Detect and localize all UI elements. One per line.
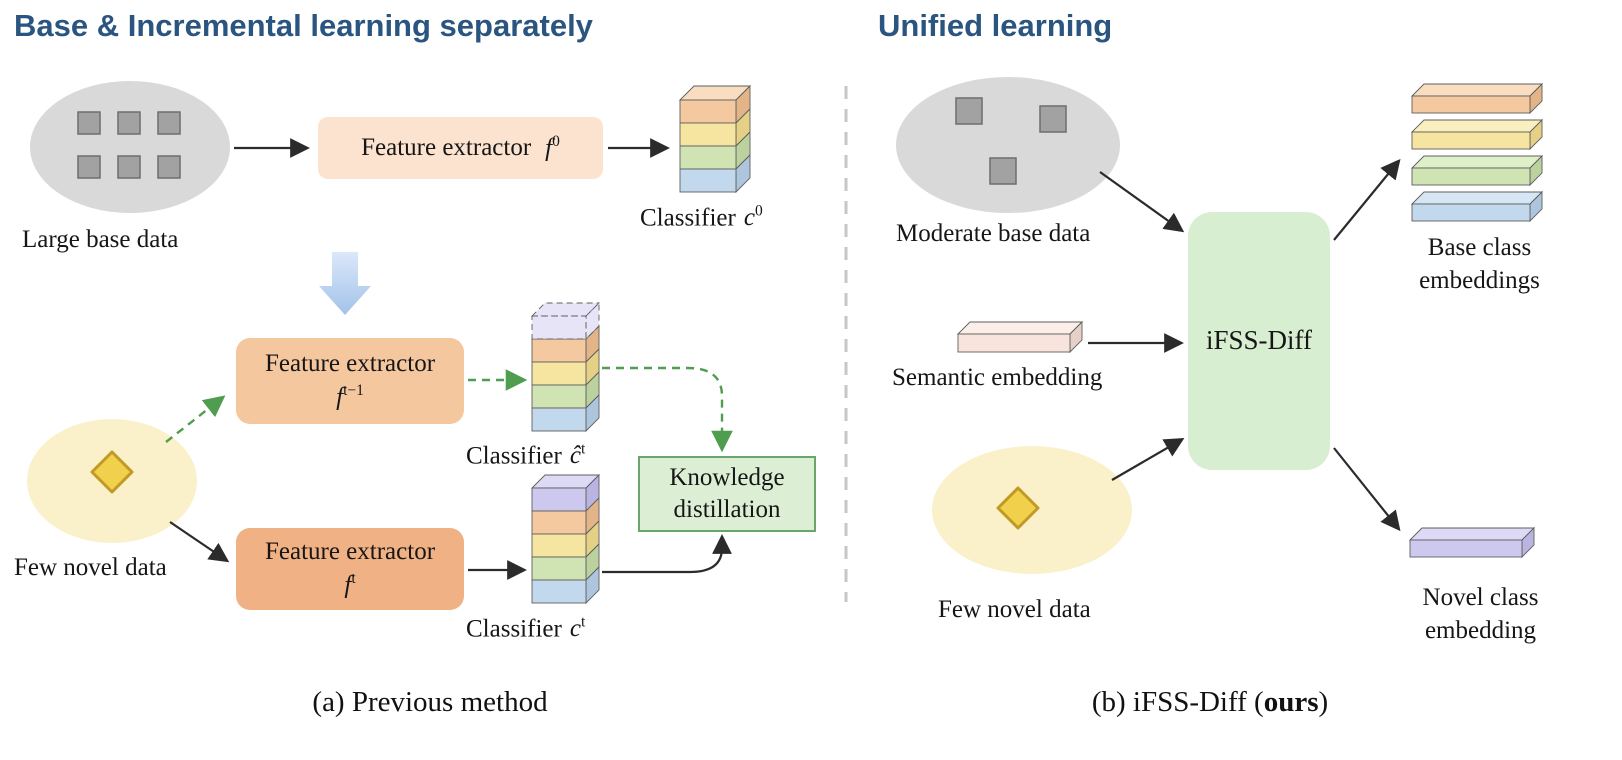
base-class-embeddings-label: Base class embeddings <box>1419 234 1540 294</box>
f0-symbol: f0 <box>545 132 560 161</box>
right-panel-title: Unified learning <box>878 8 1113 43</box>
feature-extractor-f0-label: Feature extractor <box>361 133 532 161</box>
feature-extractor-fprev-box: Feature extractor ft−1 <box>236 338 464 424</box>
dashed-arrow-chat-to-kd <box>602 366 733 453</box>
arrow-model-to-novel-embedding <box>1333 447 1401 532</box>
feature-extractor-ft-label: Feature extractor <box>264 538 436 566</box>
novel-class-embedding-bar <box>1408 526 1536 559</box>
blue-down-arrow <box>319 252 371 315</box>
knowledge-line1: Knowledge <box>669 463 785 491</box>
ft-symbol: ft <box>344 569 356 599</box>
moderate-base-data-label: Moderate base data <box>896 220 1091 247</box>
semantic-embedding-label: Semantic embedding <box>892 364 1103 391</box>
classifier-c0-stack <box>678 84 752 194</box>
large-base-data-label: Large base data <box>22 226 179 253</box>
novel-class-embedding-label: Novel class embedding <box>1422 584 1539 644</box>
base-class-embedding-bars <box>1410 82 1544 223</box>
feature-extractor-f0-box: Feature extractor f0 <box>318 117 603 179</box>
knowledge-distillation-box: Knowledge distillation <box>638 456 816 532</box>
arrow-novel-to-ft <box>169 521 230 563</box>
few-novel-data-label: Few novel data <box>14 554 167 581</box>
classifier-ct-stack <box>530 473 601 605</box>
ifss-diff-model-box: iFSS-Diff <box>1188 212 1330 470</box>
arrow-model-to-base-embeddings <box>1333 158 1401 241</box>
few-novel-data-blob <box>27 419 197 543</box>
dashed-arrow-novel-to-fprev <box>165 395 226 443</box>
c0-symbol: c0 <box>743 203 763 232</box>
arrow-ct-to-kd <box>602 534 732 574</box>
chat-symbol: ĉt <box>569 441 586 470</box>
left-panel-title: Base & Incremental learning separately <box>14 8 593 43</box>
arrow-base-to-model <box>1099 171 1185 233</box>
semantic-embedding-bar <box>956 320 1084 354</box>
classifier-chat-stack <box>530 301 601 433</box>
knowledge-line2: distillation <box>673 496 781 523</box>
feature-extractor-ft-box: Feature extractor ft <box>236 528 464 610</box>
few-novel-data-right-label: Few novel data <box>938 596 1091 623</box>
left-panel-caption: (a) Previous method <box>312 686 548 718</box>
moderate-base-data-blob <box>896 77 1120 213</box>
ct-symbol: ct <box>569 614 586 643</box>
ifss-diff-label: iFSS-Diff <box>1205 325 1313 356</box>
feature-extractor-fprev-label: Feature extractor <box>264 350 436 378</box>
right-panel-caption: (b) iFSS-Diff (ours) <box>1091 686 1329 718</box>
large-base-data-blob <box>30 81 230 213</box>
few-novel-data-blob-right <box>932 446 1132 574</box>
arrow-novel-to-model <box>1111 438 1185 481</box>
fprev-symbol: ft−1 <box>336 381 364 411</box>
